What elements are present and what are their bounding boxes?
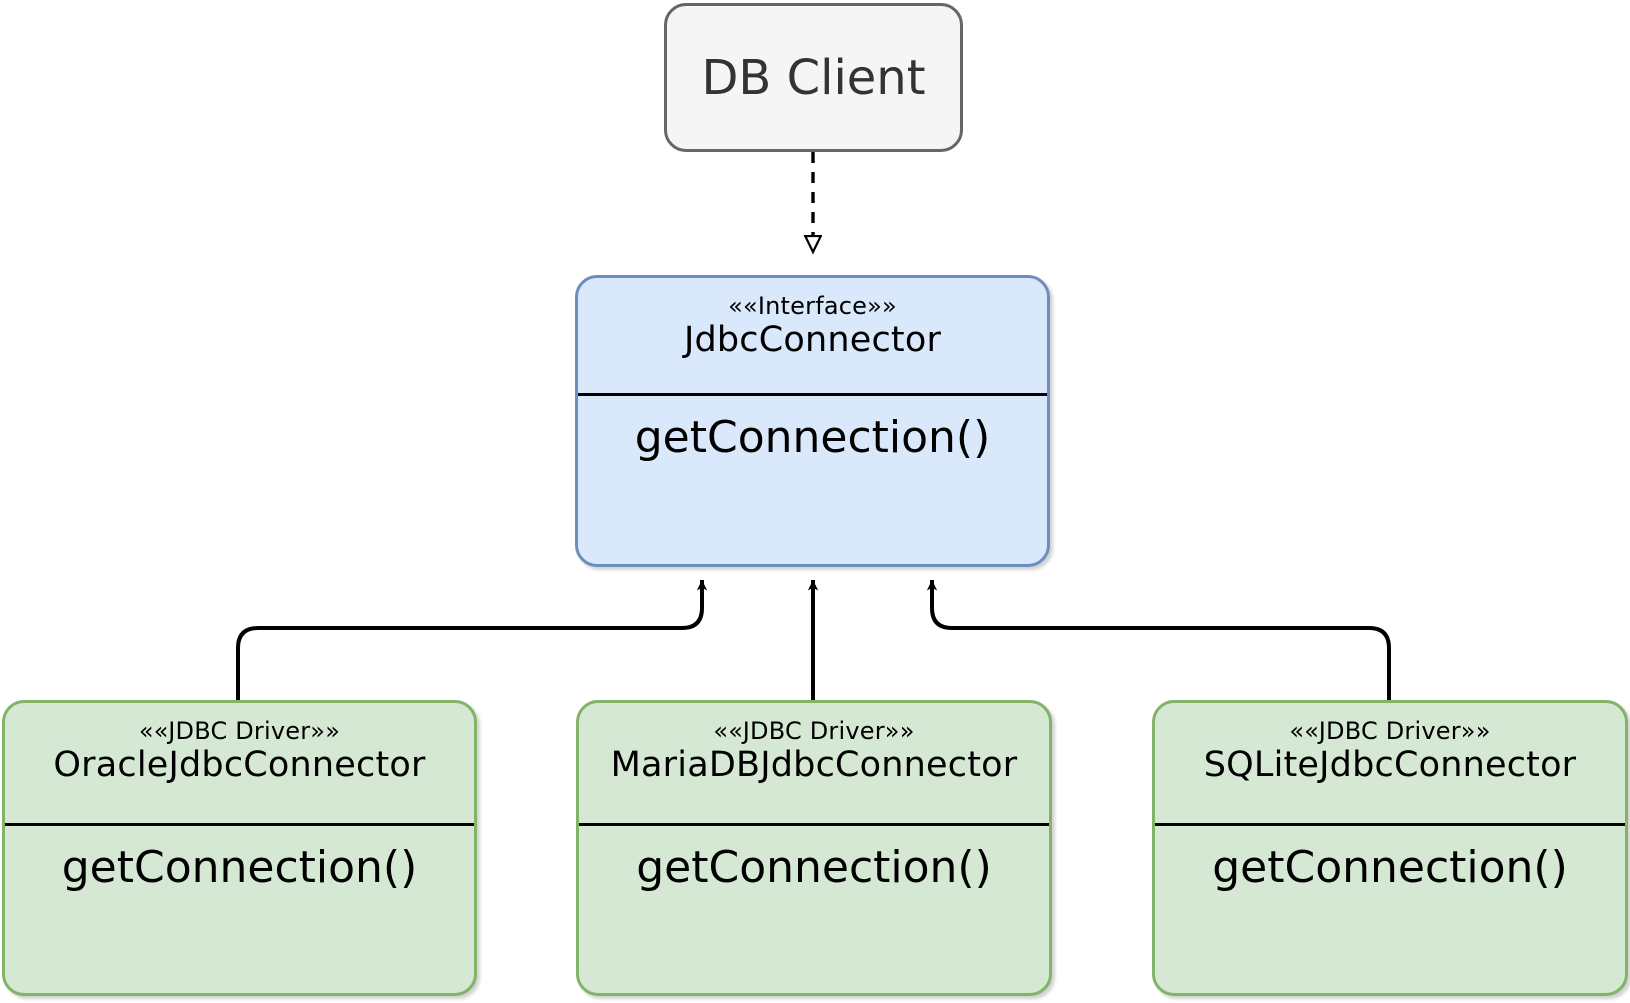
sqlite-method-get-connection: getConnection()	[1212, 842, 1568, 893]
mariadb-name: MariaDBJdbcConnector	[610, 745, 1018, 786]
mariadb-divider	[579, 823, 1049, 826]
sqlite-divider	[1155, 823, 1625, 826]
node-db-client[interactable]: DB Client	[664, 3, 963, 152]
oracle-stereotype: ««JDBC Driver»»	[138, 717, 341, 745]
node-db-client-label: DB Client	[701, 49, 926, 106]
mariadb-stereotype: ««JDBC Driver»»	[713, 717, 915, 745]
edge-sqlite-implements-interface	[926, 580, 1391, 700]
oracle-divider	[5, 823, 474, 826]
mariadb-members: getConnection()	[579, 826, 1049, 993]
sqlite-stereotype: ««JDBC Driver»»	[1289, 717, 1491, 745]
node-oracle-jdbc-connector[interactable]: ««JDBC Driver»» OracleJdbcConnector getC…	[2, 700, 477, 996]
interface-members: getConnection()	[578, 396, 1047, 564]
sqlite-members: getConnection()	[1155, 826, 1625, 993]
oracle-header: ««JDBC Driver»» OracleJdbcConnector	[5, 703, 474, 823]
node-mariadb-jdbc-connector[interactable]: ««JDBC Driver»» MariaDBJdbcConnector get…	[576, 700, 1052, 996]
oracle-name: OracleJdbcConnector	[53, 745, 426, 786]
interface-stereotype: ««Interface»»	[728, 292, 897, 320]
oracle-members: getConnection()	[5, 826, 474, 993]
interface-divider	[578, 393, 1047, 396]
interface-name: JdbcConnector	[683, 320, 942, 361]
node-jdbc-connector-interface[interactable]: ««Interface»» JdbcConnector getConnectio…	[575, 275, 1050, 567]
edge-oracle-implements-interface	[236, 580, 708, 700]
mariadb-header: ««JDBC Driver»» MariaDBJdbcConnector	[579, 703, 1049, 823]
sqlite-name: SQLiteJdbcConnector	[1203, 745, 1577, 786]
node-sqlite-jdbc-connector[interactable]: ««JDBC Driver»» SQLiteJdbcConnector getC…	[1152, 700, 1628, 996]
interface-method-get-connection: getConnection()	[634, 412, 991, 463]
sqlite-header: ««JDBC Driver»» SQLiteJdbcConnector	[1155, 703, 1625, 823]
oracle-method-get-connection: getConnection()	[61, 842, 418, 893]
interface-header: ««Interface»» JdbcConnector	[578, 278, 1047, 393]
mariadb-method-get-connection: getConnection()	[636, 842, 992, 893]
